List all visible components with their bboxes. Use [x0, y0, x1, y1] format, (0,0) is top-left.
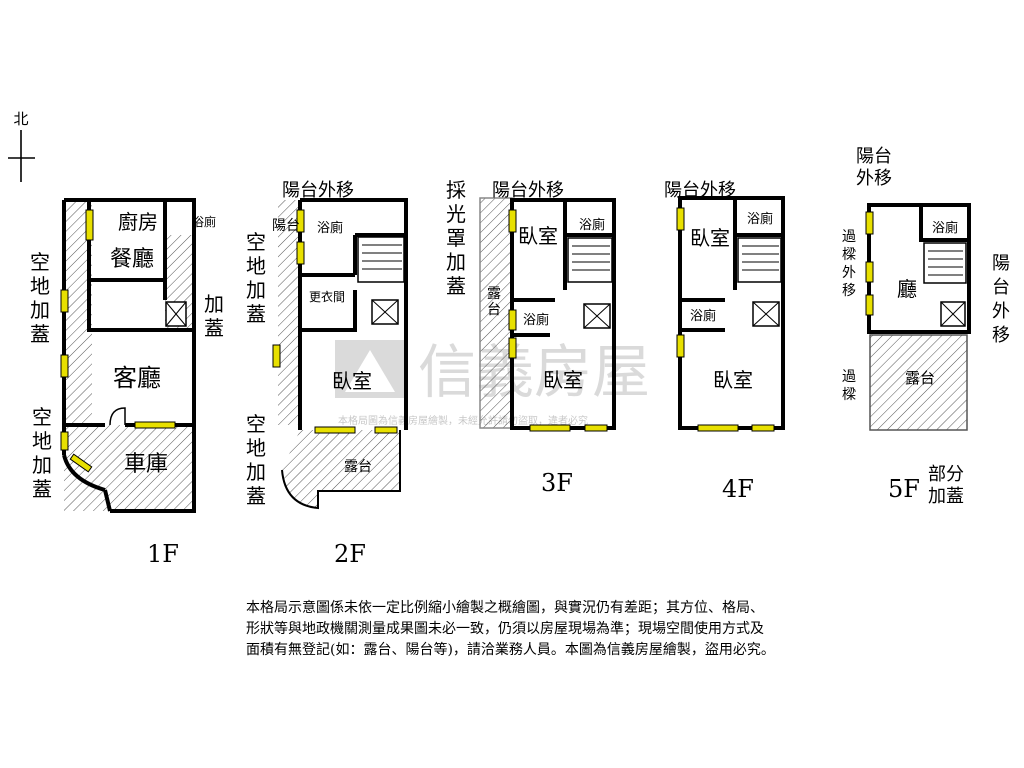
note-5f-balcony-right: 陽台外移 [992, 253, 1010, 346]
room-2f-balcony: 陽台 [272, 218, 300, 234]
room-3f-bath-mid: 浴廁 [523, 312, 549, 328]
disclaimer-line-1: 本格局示意圖係未依一定比例縮小繪製之概繪圖，與實況仍有差距；其方位、格局、 [246, 600, 764, 616]
floor-4f: 臥室 浴廁 浴廁 臥室 4F [676, 196, 785, 503]
room-5f-hall: 廳 [897, 277, 917, 301]
room-1f-kitchen: 廚房 [118, 210, 158, 234]
floor-label-2f: 2F [334, 540, 366, 568]
room-2f-bath: 浴廁 [317, 220, 343, 236]
room-3f-bedroom-bottom: 臥室 [543, 368, 583, 392]
note-5f-beam-top: 過樑外移 [842, 229, 856, 299]
floor-label-1f: 1F [147, 540, 179, 568]
room-2f-bedroom: 臥室 [332, 369, 372, 393]
note-4f-balcony-moved: 陽台外移 [664, 180, 736, 201]
room-1f-dining: 餐廳 [110, 247, 154, 272]
room-4f-bedroom-top: 臥室 [690, 226, 730, 250]
room-1f-bath-1: 浴廁 [192, 214, 216, 229]
floor-label-3f: 3F [541, 469, 573, 497]
note-5f-beam-bottom: 過樑 [842, 369, 856, 403]
disclaimer-line-3: 面積有無登記(如：露台、陽台等)，請洽業務人員。本圖為信義房屋繪製，盜用必究。 [246, 642, 775, 658]
room-3f-bath-top: 浴廁 [579, 217, 605, 233]
room-2f-terrace: 露台 [344, 459, 372, 475]
floor-label-4f: 4F [722, 475, 754, 503]
note-1f-yard-bottom: 空地加蓋 [32, 405, 52, 501]
room-4f-bedroom-bottom: 臥室 [713, 368, 753, 392]
floor-5f: 浴廁 廳 露台 5F [865, 203, 971, 503]
note-1f-yard-top: 空地加蓋 [30, 250, 50, 346]
note-2f-yard-bottom: 空地加蓋 [246, 412, 266, 508]
floor-label-5f: 5F [888, 475, 920, 503]
disclaimer-line-2: 形狀等與地政機關測量成果圖未必一致，仍須以房屋現場為準；現場空間使用方式及 [246, 621, 764, 637]
room-5f-terrace: 露台 [905, 369, 935, 387]
watermark-small-text: 本格局圖為信義房屋繪製，未經允許請勿盜取，違者必究 [338, 414, 588, 427]
watermark-brand: 信義房屋 [418, 338, 650, 406]
note-5f-balcony-top: 陽台外移 [856, 146, 892, 189]
north-label: 北 [13, 110, 28, 128]
watermark: 信義房屋 本格局圖為信義房屋繪製，未經允許請勿盜取，違者必究 [335, 338, 650, 427]
room-2f-closet: 更衣間 [309, 289, 345, 304]
note-2f-balcony-moved: 陽台外移 [282, 180, 354, 201]
room-1f-living: 客廳 [113, 364, 161, 392]
floor-1f: 廚房 餐廳 浴廁 客廳 車庫 1F [60, 198, 216, 568]
note-2f-yard-left: 空地加蓋 [246, 230, 266, 326]
note-3f-balcony-moved: 陽台外移 [492, 180, 564, 201]
note-5f-partial: 部分加蓋 [928, 464, 964, 507]
floor-3f: 臥室 浴廁 浴廁 臥室 3F [479, 197, 616, 497]
floor-2f: 陽台 浴廁 更衣間 臥室 露台 2F [272, 198, 408, 568]
note-3f-terrace: 露台 [487, 286, 501, 318]
disclaimer: 本格局示意圖係未依一定比例縮小繪製之概繪圖，與實況仍有差距；其方位、格局、 形狀… [246, 598, 906, 661]
room-4f-bath-top: 浴廁 [747, 211, 773, 227]
north-arrow-icon: 北 [8, 110, 35, 182]
note-3f-skylight: 採光罩加蓋 [446, 178, 466, 298]
room-4f-bath-mid: 浴廁 [690, 308, 716, 324]
room-1f-garage: 車庫 [124, 452, 168, 477]
room-5f-bath: 浴廁 [932, 220, 958, 236]
note-1f-right-add: 加蓋 [204, 292, 224, 340]
room-3f-bedroom-top: 臥室 [518, 224, 558, 248]
